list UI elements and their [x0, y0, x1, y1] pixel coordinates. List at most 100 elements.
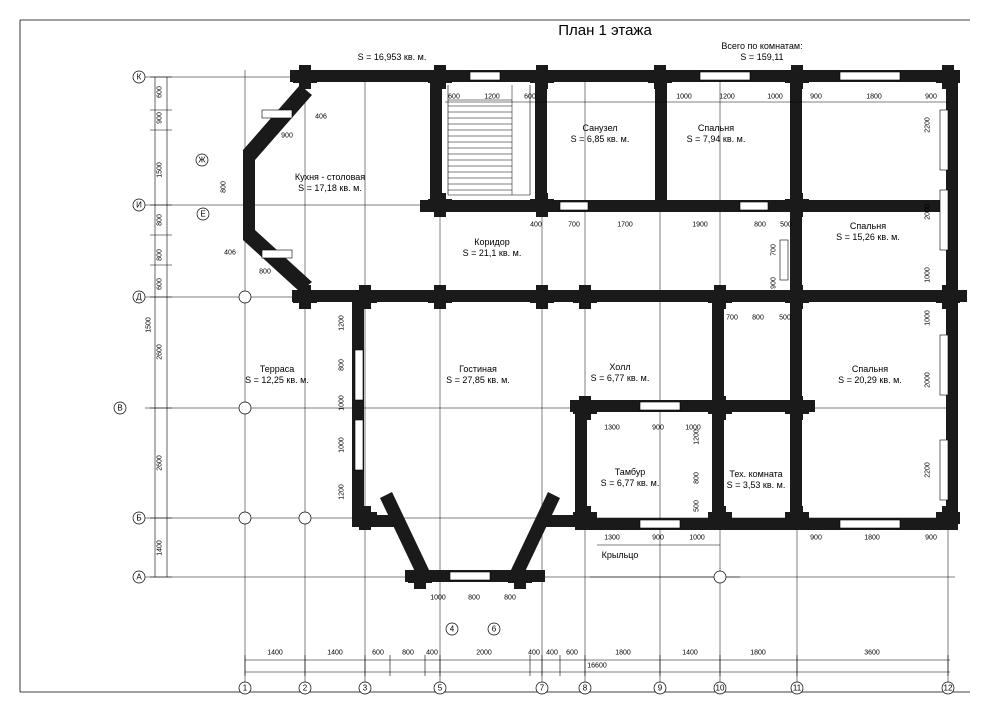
window: [779, 239, 789, 281]
window: [839, 71, 901, 81]
wall: [359, 285, 371, 309]
wall: [942, 65, 954, 89]
dim-bottom: 3600: [864, 649, 880, 657]
axis-y-label: В: [117, 403, 123, 413]
wall: [579, 396, 591, 420]
window: [449, 571, 491, 581]
axis-x-label: 11: [792, 683, 802, 693]
dim-right-vert: 2000: [924, 372, 932, 388]
window: [699, 71, 751, 81]
dim-tambour: 900: [652, 534, 664, 542]
dim-mid: 1700: [617, 221, 633, 229]
dim-left: 1500: [145, 317, 153, 333]
window: [739, 201, 769, 211]
dim-right-vert: 2200: [924, 117, 932, 133]
wall: [791, 285, 803, 309]
axis-bubble: [433, 681, 447, 695]
axis-x-label: 10: [715, 683, 725, 693]
dim-bed: 700: [726, 314, 738, 322]
wall: [434, 193, 446, 217]
axis-bubble: [653, 681, 667, 695]
dim-mid: 500: [780, 221, 792, 229]
dim-tambour-vert: 500: [693, 500, 701, 512]
dim-living-vert: 1200: [338, 315, 346, 331]
dim-top: 1000: [767, 93, 783, 101]
dim-stair-vert: 900: [770, 277, 778, 289]
wall: [791, 396, 803, 420]
axis-bubble: [132, 198, 146, 212]
wall-diagonal: [243, 230, 312, 292]
dim-diag: 406: [315, 113, 327, 121]
window: [469, 71, 501, 81]
wall: [535, 70, 547, 210]
wall: [299, 65, 311, 89]
axis-x-label: 12: [943, 683, 953, 693]
axis-bubble: [113, 401, 127, 415]
wall-diagonal: [380, 492, 430, 578]
dim-top: 600: [448, 93, 460, 101]
wall: [299, 285, 311, 309]
dim-diag: 800: [259, 268, 271, 276]
wall: [352, 290, 364, 522]
dim-bay: 800: [504, 594, 516, 602]
wall: [580, 518, 958, 530]
axis-bubble: [195, 153, 209, 167]
dim-bottom: 1800: [615, 649, 631, 657]
window: [559, 201, 589, 211]
dim-bottom: 600: [566, 649, 578, 657]
dim-living-vert: 1000: [338, 395, 346, 411]
wall: [942, 506, 954, 530]
dim-top: 600: [524, 93, 536, 101]
dim-left: 1400: [156, 540, 164, 556]
wall: [420, 200, 940, 212]
total-area-label: Всего по комнатам:S = 159,11: [721, 41, 803, 62]
wall: [714, 396, 726, 420]
dim-overall: 16600: [587, 662, 607, 670]
axis-bubble: [535, 681, 549, 695]
dim-left-inner: 1500: [156, 162, 164, 178]
dim-hall: 1000: [685, 424, 701, 432]
wall: [536, 285, 548, 309]
dim-left-inner: 900: [156, 112, 164, 124]
wall: [292, 290, 967, 302]
dim-left-inner: 800: [156, 249, 164, 261]
dim-top: 900: [925, 93, 937, 101]
dim-mid: 1900: [692, 221, 708, 229]
wall: [575, 400, 587, 530]
dim-bed: 800: [752, 314, 764, 322]
dim-diag: 800: [220, 181, 228, 193]
dim-right-vert: 1000: [924, 310, 932, 326]
dim-top: 1800: [866, 93, 882, 101]
dim-mid: 800: [754, 221, 766, 229]
dim-right-bottom: 900: [810, 534, 822, 542]
plan-title: План 1 этажа: [558, 22, 652, 39]
dim-right-bottom: 900: [925, 534, 937, 542]
dim-right-vert: 2200: [924, 462, 932, 478]
kitchen-area-top: S = 16,953 кв. м.: [357, 52, 427, 62]
dim-bottom: 1400: [682, 649, 698, 657]
dim-bay: 800: [468, 594, 480, 602]
window: [639, 401, 681, 411]
axis-y-label: Д: [136, 292, 142, 302]
axis-bubble: [578, 681, 592, 695]
window: [354, 349, 364, 401]
dim-living-vert: 800: [338, 359, 346, 371]
axis-bubble: [445, 622, 459, 636]
dim-right-vert: 1000: [924, 267, 932, 283]
wall-diagonal: [510, 492, 560, 578]
dim-top: 1200: [484, 93, 500, 101]
dim-living-vert: 1200: [338, 484, 346, 500]
window: [939, 189, 949, 251]
axis-y-label: И: [136, 200, 142, 210]
dim-right-bottom: 1800: [864, 534, 880, 542]
dim-tambour-vert: 1200: [693, 429, 701, 445]
wall: [714, 285, 726, 309]
wall: [570, 400, 815, 412]
axis-x-label: 2: [302, 683, 308, 693]
